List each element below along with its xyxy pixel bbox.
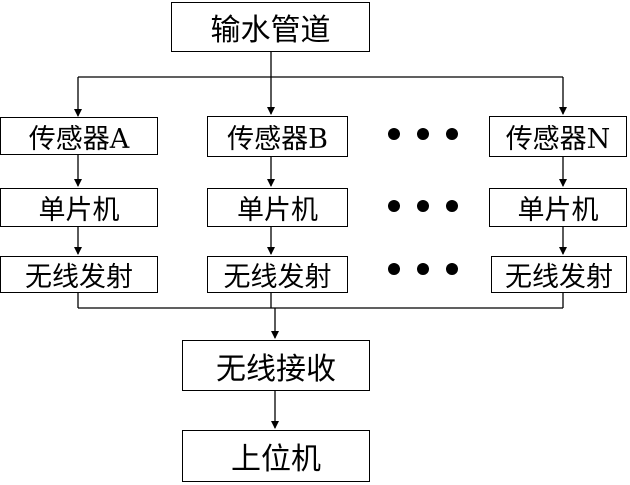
mcu-n-box: 单片机 — [489, 188, 627, 227]
ellipsis-row-mcu — [388, 200, 458, 212]
ellipsis-dot — [446, 263, 458, 275]
transmitter-b-box: 无线发射 — [207, 256, 348, 293]
sensor-n-box: 传感器N — [489, 116, 627, 157]
ellipsis-row-transmitter — [388, 263, 458, 275]
ellipsis-dot — [388, 128, 400, 140]
mcu-b-box: 单片机 — [207, 188, 348, 227]
sensor-b-box: 传感器B — [207, 116, 348, 157]
pipeline-box: 输水管道 — [171, 2, 370, 52]
transmitter-a-box: 无线发射 — [0, 256, 158, 293]
ellipsis-dot — [388, 263, 400, 275]
ellipsis-dot — [388, 200, 400, 212]
ellipsis-dot — [446, 128, 458, 140]
host-computer-box: 上位机 — [182, 430, 370, 482]
ellipsis-dot — [417, 128, 429, 140]
sensor-a-box: 传感器A — [0, 117, 158, 155]
ellipsis-row-sensor — [388, 128, 458, 140]
receiver-box: 无线接收 — [182, 340, 370, 391]
ellipsis-dot — [417, 263, 429, 275]
transmitter-n-box: 无线发射 — [491, 256, 627, 293]
mcu-a-box: 单片机 — [0, 188, 158, 227]
ellipsis-dot — [446, 200, 458, 212]
ellipsis-dot — [417, 200, 429, 212]
